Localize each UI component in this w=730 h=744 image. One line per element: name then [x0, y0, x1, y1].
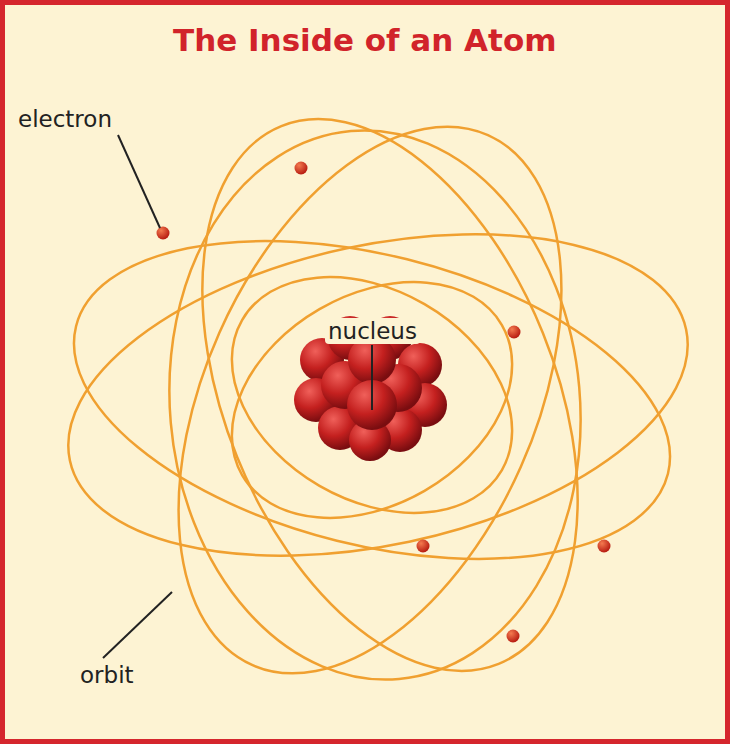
orbit-ellipses — [39, 64, 718, 732]
part-label: nucleus — [325, 318, 420, 344]
part-label: electron — [18, 106, 112, 132]
diagram-title: The Inside of an Atom — [173, 22, 557, 58]
electron-dots — [157, 162, 611, 643]
nucleus-cluster — [294, 316, 447, 461]
leader-lines — [103, 135, 372, 658]
part-label: orbit — [80, 662, 134, 688]
